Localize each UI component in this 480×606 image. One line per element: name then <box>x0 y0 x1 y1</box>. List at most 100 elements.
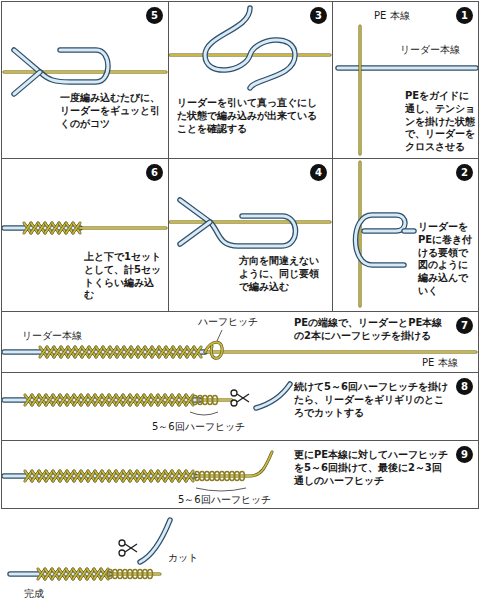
pe-line <box>39 471 46 481</box>
pe-line-outline <box>38 223 45 233</box>
leader-line-outline <box>356 215 406 265</box>
pe-line-outline <box>158 471 165 481</box>
pe-line-outline <box>152 347 159 357</box>
scissors-blade <box>237 394 249 402</box>
step-number: 8 <box>456 378 473 395</box>
pe-line-outline <box>81 395 88 405</box>
pe-line-outline <box>186 471 193 481</box>
bracket <box>196 488 246 491</box>
pe-line <box>81 471 88 481</box>
pe-line-outline <box>116 471 123 481</box>
pe-line-outline <box>25 395 32 405</box>
pe-line-outline <box>359 26 362 154</box>
pe-line <box>165 395 172 405</box>
pe-line-outline <box>94 569 101 579</box>
pe-line-outline <box>74 395 81 405</box>
pe-line <box>74 471 81 481</box>
pe-line-outline <box>151 395 158 405</box>
pe-line-outline <box>172 471 179 481</box>
pe-line-outline <box>74 395 81 405</box>
part-label: 5～6回ハーフヒッチ <box>176 494 273 506</box>
pe-line-outline <box>102 395 109 405</box>
pe-line-outline <box>124 347 131 357</box>
pe-line-outline <box>89 347 96 357</box>
pe-line-outline <box>130 395 137 405</box>
pe-line-outline <box>24 223 31 233</box>
pe-line-outline <box>32 395 39 405</box>
pe-line-outline <box>165 471 172 481</box>
pe-line <box>116 471 123 481</box>
pe-line <box>205 351 476 353</box>
pe-line-outline <box>116 471 123 481</box>
pe-line <box>66 569 73 579</box>
pe-line-outline <box>151 471 158 481</box>
pe-line-outline <box>67 471 74 481</box>
pe-line-outline <box>80 227 166 230</box>
pe-line <box>87 569 94 579</box>
pe-line-outline <box>67 395 74 405</box>
pe-line-outline <box>179 471 186 481</box>
pe-line-outline <box>205 351 476 354</box>
pe-line <box>46 471 53 481</box>
scissors-blade <box>125 544 137 552</box>
pe-line <box>158 471 165 481</box>
pe-line <box>74 395 81 405</box>
leader-pointer <box>217 330 222 341</box>
pe-line <box>159 347 166 357</box>
leader-line-outline <box>404 228 414 234</box>
pe-line <box>81 395 88 405</box>
half-hitch <box>240 472 245 481</box>
pe-line-outline <box>45 569 52 579</box>
pe-line-outline <box>159 347 166 357</box>
pe-line <box>52 223 59 233</box>
pe-line-outline <box>45 223 52 233</box>
pe-line <box>200 399 232 401</box>
pe-line <box>87 569 94 579</box>
pe-line-outline <box>66 223 73 233</box>
pe-line-outline <box>172 471 179 481</box>
pe-line-outline <box>130 395 137 405</box>
leader-line-outline <box>180 200 296 246</box>
pe-line <box>194 347 201 357</box>
pe-line-outline <box>81 471 88 481</box>
part-label: カット <box>166 552 200 564</box>
pe-line-outline <box>60 395 67 405</box>
pe-line <box>102 471 109 481</box>
pe-line <box>80 569 87 579</box>
pe-line-outline <box>144 395 151 405</box>
pe-line-outline <box>165 471 172 481</box>
pe-line <box>81 471 88 481</box>
pe-line <box>102 471 109 481</box>
pe-line-outline <box>82 347 89 357</box>
pe-line-outline <box>46 395 53 405</box>
half-hitch <box>148 570 153 579</box>
pe-line-outline <box>137 471 144 481</box>
leader-line <box>205 8 295 88</box>
part-label: リーダー本線 <box>398 44 462 56</box>
pe-line-outline <box>73 223 80 233</box>
pe-line-outline <box>46 395 53 405</box>
pe-line-outline <box>179 395 186 405</box>
pe-line-outline <box>47 347 54 357</box>
pe-line-outline <box>82 347 89 357</box>
part-label: ハーフヒッチ <box>196 316 260 328</box>
pe-line <box>45 569 52 579</box>
leader-line <box>180 200 296 246</box>
pe-line-outline <box>109 471 116 481</box>
pe-line-outline <box>59 223 66 233</box>
pe-line-outline <box>123 395 130 405</box>
pe-line-outline <box>39 471 46 481</box>
pe-line <box>94 569 101 579</box>
pe-line-outline <box>359 162 362 306</box>
pe-line-outline <box>47 347 54 357</box>
pe-line <box>40 347 47 357</box>
pe-line <box>95 395 102 405</box>
pe-line-outline <box>4 71 166 74</box>
pe-line-outline <box>53 471 60 481</box>
pe-line-outline <box>52 569 59 579</box>
pe-line-outline <box>32 471 39 481</box>
pe-line <box>46 395 53 405</box>
step-caption: リーダーをPEに巻き付ける要領で図のように編み込んでいく <box>418 221 475 298</box>
pe-line-outline <box>53 471 60 481</box>
pe-line-outline <box>131 347 138 357</box>
